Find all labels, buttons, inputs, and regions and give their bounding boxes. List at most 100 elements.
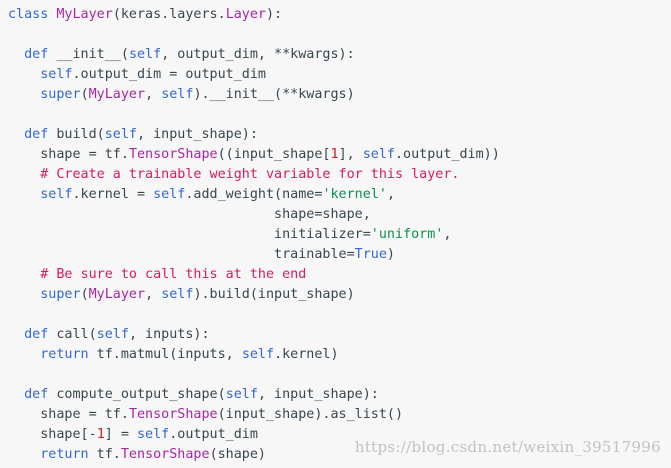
code-line: class MyLayer(keras.layers.Layer): — [8, 5, 671, 25]
code-token: def — [24, 47, 49, 62]
code-token: trainable= — [8, 247, 355, 262]
code-token: # Create a trainable weight variable for… — [40, 167, 460, 182]
code-line — [8, 305, 671, 325]
code-line: def build(self, input_shape): — [8, 125, 671, 145]
code-line — [8, 25, 671, 45]
code-token: self — [96, 327, 129, 342]
code-line: trainable=True) — [8, 245, 671, 265]
code-token: def — [24, 327, 49, 342]
code-token: self — [241, 347, 275, 362]
code-token: tf.matmul(inputs, — [88, 347, 242, 362]
code-token: self — [161, 287, 194, 302]
code-token: class — [8, 7, 49, 22]
code-token: MyLayer — [88, 287, 146, 302]
code-token: (keras.layers. — [112, 7, 226, 22]
code-token: call( — [48, 327, 97, 342]
code-line: return tf.TensorShape(shape) — [8, 445, 671, 465]
code-line: shape = tf.TensorShape(input_shape).as_l… — [8, 405, 671, 425]
code-token: ((input_shape[ — [217, 147, 331, 162]
code-token — [8, 47, 24, 62]
code-token: compute_output_shape( — [48, 387, 226, 402]
code-token: ) — [386, 247, 395, 262]
code-token: return — [40, 347, 89, 362]
code-token — [8, 187, 40, 202]
code-token: shape[- — [8, 427, 97, 442]
code-token: super — [40, 287, 81, 302]
code-line: self.output_dim = output_dim — [8, 65, 671, 85]
code-line: shape[-1] = self.output_dim — [8, 425, 671, 445]
code-token — [8, 167, 40, 182]
code-token: , — [386, 187, 395, 202]
code-token: .output_dim — [169, 427, 258, 442]
code-token: .kernel) — [274, 347, 339, 362]
code-token — [8, 67, 40, 82]
code-token: shape = tf. — [8, 407, 129, 422]
code-token: self — [128, 47, 162, 62]
code-token: , — [443, 227, 452, 242]
code-line: # Be sure to call this at the end — [8, 265, 671, 285]
code-line: def __init__(self, output_dim, **kwargs)… — [8, 45, 671, 65]
code-token: # Be sure to call this at the end — [40, 267, 307, 282]
code-token: MyLayer — [88, 87, 146, 102]
code-token: .output_dim = output_dim — [72, 67, 266, 82]
code-token: self — [161, 87, 194, 102]
code-token: (shape) — [209, 447, 266, 462]
code-token: build( — [48, 127, 105, 142]
code-token: 'kernel' — [322, 187, 387, 202]
code-token — [8, 327, 24, 342]
code-token: MyLayer — [56, 7, 113, 22]
code-token: self — [104, 127, 137, 142]
code-token: def — [24, 387, 49, 402]
code-token: self — [362, 147, 395, 162]
code-token: , — [145, 87, 162, 102]
code-line: self.kernel = self.add_weight(name='kern… — [8, 185, 671, 205]
code-token: shape=shape, — [8, 207, 371, 222]
code-line: return tf.matmul(inputs, self.kernel) — [8, 345, 671, 365]
code-token: .add_weight(name= — [185, 187, 323, 202]
code-token: TensorShape — [128, 147, 218, 162]
code-token — [8, 347, 40, 362]
code-token: ).build(input_shape) — [193, 287, 355, 302]
code-token: ( — [80, 287, 89, 302]
code-token: 1 — [96, 427, 105, 442]
code-line — [8, 105, 671, 125]
code-line: def call(self, inputs): — [8, 325, 671, 345]
code-line: # Create a trainable weight variable for… — [8, 165, 671, 185]
code-token: self — [225, 387, 258, 402]
code-token: 1 — [330, 147, 339, 162]
code-token — [8, 447, 40, 462]
code-line — [8, 365, 671, 385]
code-token: Layer — [225, 7, 266, 22]
code-token: return — [40, 447, 89, 462]
code-token — [8, 267, 40, 282]
code-token: , output_dim, **kwargs): — [161, 47, 355, 62]
code-token: ( — [80, 87, 89, 102]
code-token: self — [153, 187, 186, 202]
code-token: , input_shape): — [137, 127, 258, 142]
code-token: TensorShape — [128, 407, 218, 422]
code-token: shape = tf. — [8, 147, 129, 162]
code-token: .output_dim)) — [395, 147, 500, 162]
code-token: tf. — [88, 447, 121, 462]
code-token: True — [354, 247, 387, 262]
code-token: , — [145, 287, 162, 302]
code-token: 'uniform' — [370, 227, 444, 242]
code-line: def compute_output_shape(self, input_sha… — [8, 385, 671, 405]
code-line: shape = tf.TensorShape((input_shape[1], … — [8, 145, 671, 165]
code-token: ] = — [104, 427, 137, 442]
code-token: ): — [266, 7, 283, 22]
code-token: ], — [338, 147, 363, 162]
code-token: TensorShape — [120, 447, 210, 462]
code-line: super(MyLayer, self).build(input_shape) — [8, 285, 671, 305]
code-token — [8, 87, 40, 102]
code-token: initializer= — [8, 227, 371, 242]
code-line: shape=shape, — [8, 205, 671, 225]
code-line: initializer='uniform', — [8, 225, 671, 245]
code-token — [8, 387, 24, 402]
code-token: __init__( — [48, 47, 129, 62]
code-token — [8, 127, 24, 142]
code-line: super(MyLayer, self).__init__(**kwargs) — [8, 85, 671, 105]
code-token: def — [24, 127, 49, 142]
code-token: self — [137, 427, 170, 442]
